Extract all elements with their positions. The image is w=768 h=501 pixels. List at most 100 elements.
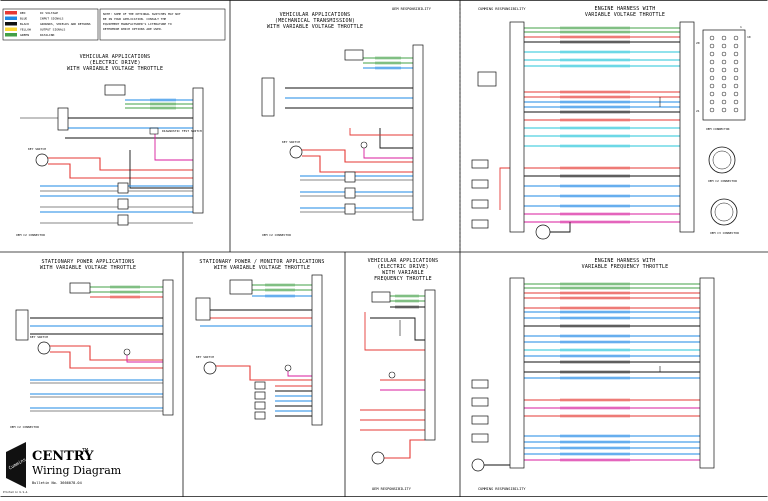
p4-components: KEY SWITCH OEM C2 CONNECTOR [10, 335, 131, 429]
legend-desc: INPUT SIGNALS [40, 17, 64, 21]
connector-block [344, 187, 356, 199]
connector-block [471, 379, 489, 389]
connector-block [254, 381, 266, 390]
lamp-icon [123, 348, 131, 356]
lamp-icon [360, 141, 368, 149]
wire-label-tag [560, 310, 630, 314]
p3-title-2: VARIABLE VOLTAGE THROTTLE [585, 12, 665, 18]
p2-title-1: VEHICULAR APPLICATIONS [280, 12, 351, 18]
connector-block [424, 289, 436, 441]
connector-block [311, 274, 323, 426]
key-switch-icon [371, 451, 385, 465]
p4-oem-connector-label: OEM C2 CONNECTOR [10, 425, 39, 429]
ecm-pin [733, 59, 739, 65]
p7-title-2: VARIABLE FREQUENCY THROTTLE [582, 264, 669, 270]
wire-label-tag [560, 306, 630, 310]
wire-label-tag [560, 40, 630, 44]
wire [50, 351, 163, 369]
ecm-pin [721, 51, 727, 57]
wire-label-tag [110, 295, 140, 299]
connector-block [471, 179, 489, 189]
key-switch-icon [37, 341, 51, 355]
wire-label-tag [560, 126, 630, 130]
connector-block [117, 214, 129, 226]
c3-connector-inner-icon [714, 202, 734, 222]
p7-title-1: ENGINE HARNESS WITH [595, 258, 656, 264]
wire-label-tag [560, 105, 630, 109]
connector-block [344, 203, 356, 215]
c2-connector-icon [708, 146, 736, 174]
ecm-connector-block [702, 29, 746, 121]
brand-name: CENTRY [32, 449, 94, 464]
ecm-pin [709, 59, 715, 65]
wire [370, 317, 425, 341]
c2-connector-label: OEM C2 CONNECTOR [708, 179, 737, 183]
wire [302, 155, 413, 173]
responsibility-labels: OEM RESPONSIBILITY CUMMINS RESPONSIBILIT… [372, 4, 526, 491]
wire-label-tag [560, 166, 630, 170]
lamp-icon [284, 364, 292, 372]
wire-label-tag [560, 316, 630, 320]
p1-title-2: (ELECTRIC DRIVE) [89, 60, 140, 66]
ecm-pin [733, 91, 739, 97]
wire-label-tag [560, 212, 630, 216]
wire-label-tag [375, 61, 401, 65]
legend-desc: DC VOLTAGE [40, 11, 58, 15]
panel-titles: VEHICULAR APPLICATIONS (ELECTRIC DRIVE) … [40, 6, 669, 282]
wire-label-tag [110, 290, 140, 294]
ecm-connector-label: OEM CONNECTOR [706, 127, 730, 131]
ecm-pin [721, 107, 727, 113]
connector-block [195, 297, 211, 321]
ecm-pin [721, 35, 727, 41]
wire-label-tag [560, 414, 630, 418]
wire [550, 222, 571, 233]
wire-label-tag [560, 95, 630, 99]
connector-block [117, 182, 129, 194]
p1-oem-connector-label: OEM C2 CONNECTOR [16, 233, 45, 237]
cummins-responsibility-top: CUMMINS RESPONSIBILITY [478, 7, 526, 11]
wire-label-tag [560, 440, 630, 444]
pin-20-label: 20 [696, 41, 700, 45]
pin-1-label: 1 [740, 25, 742, 29]
legend-swatch [5, 16, 17, 20]
wire [364, 312, 425, 351]
connector-block [471, 159, 489, 169]
legend-swatch [5, 22, 17, 26]
connectors [15, 21, 715, 469]
wire-label-tag [560, 434, 630, 438]
legend-swatch [5, 27, 17, 31]
wire-label-tag [375, 56, 401, 60]
ecm-pin [709, 83, 715, 89]
wire-label-tag [560, 458, 630, 462]
ecm-pin [733, 107, 739, 113]
wire-label-tag [560, 360, 630, 364]
sensor-icon [471, 458, 485, 472]
ecm-pin [721, 91, 727, 97]
connector-block [371, 291, 391, 303]
ecm-pin [733, 83, 739, 89]
wire-label-tag [560, 370, 630, 374]
connector-block [15, 309, 29, 341]
p5-components: KEY SWITCH [196, 355, 292, 375]
ecm-pin [721, 99, 727, 105]
ecm-pin [709, 99, 715, 105]
c3-connector-label: OEM C3 CONNECTOR [710, 231, 739, 235]
wire-label-tag [560, 291, 630, 295]
legend-desc: DATALINK [40, 33, 55, 37]
connector-block [104, 84, 126, 96]
lamp-icon [388, 371, 396, 379]
p3-components: OEM CONNECTOR 1 10 20 21 OEM C2 CONNECTO… [535, 25, 751, 240]
connector-block [57, 107, 69, 131]
connector-block [679, 21, 695, 233]
wire [126, 355, 163, 363]
wire-label-tag [560, 100, 630, 104]
bulletin-number: Bulletin No. 3666078-04 [32, 481, 82, 485]
p5-title-1: STATIONARY POWER / MONITOR APPLICATIONS [199, 259, 324, 265]
legend-swatch [5, 33, 17, 37]
wire-label-tag [375, 66, 401, 70]
ecm-pin [709, 91, 715, 97]
wire-label-tag [560, 184, 630, 188]
